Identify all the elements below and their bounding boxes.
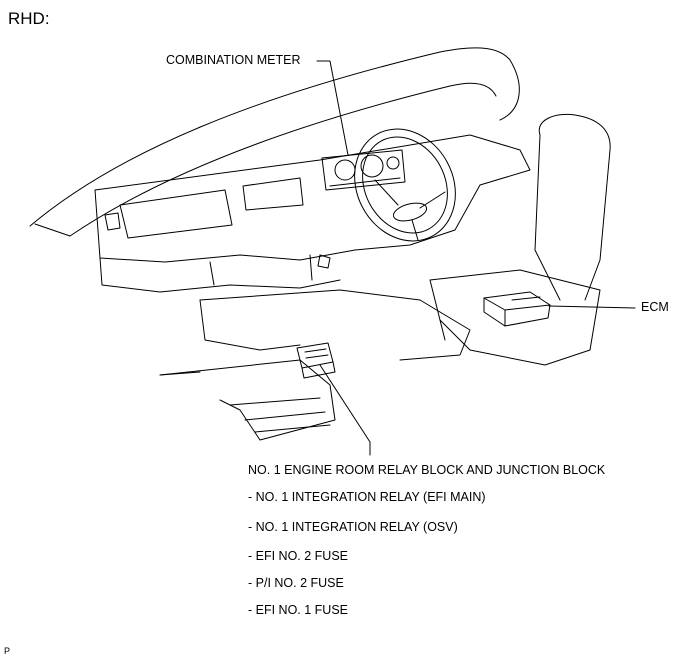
dashboard	[94, 134, 531, 293]
leader-lines	[316, 60, 636, 456]
combination-meter-unit	[321, 149, 406, 191]
ecm-label: ECM	[641, 300, 669, 314]
relay-block-label: NO. 1 ENGINE ROOM RELAY BLOCK AND JUNCTI…	[248, 463, 606, 477]
relay-block-item: - NO. 1 INTEGRATION RELAY (OSV)	[248, 520, 458, 534]
relay-block-leader-line	[319, 364, 371, 456]
ecm-leader-line	[548, 305, 636, 309]
steering-wheel	[354, 128, 456, 242]
combination-meter-label: COMBINATION METER	[166, 53, 301, 67]
driver-seat	[429, 113, 611, 366]
ecm-unit	[483, 291, 551, 327]
relay-block-item: - EFI NO. 2 FUSE	[248, 549, 349, 563]
relay-block-item: - NO. 1 INTEGRATION RELAY (EFI MAIN)	[248, 490, 486, 504]
relay-block-item: - P/I NO. 2 FUSE	[248, 576, 344, 590]
figure-code: P	[4, 646, 11, 656]
relay-block-unit	[296, 342, 336, 379]
windshield-outline	[29, 47, 520, 237]
relay-block-item: - EFI NO. 1 FUSE	[248, 603, 349, 617]
diagram-header: RHD:	[8, 9, 50, 28]
meter-leader-line	[316, 60, 349, 156]
